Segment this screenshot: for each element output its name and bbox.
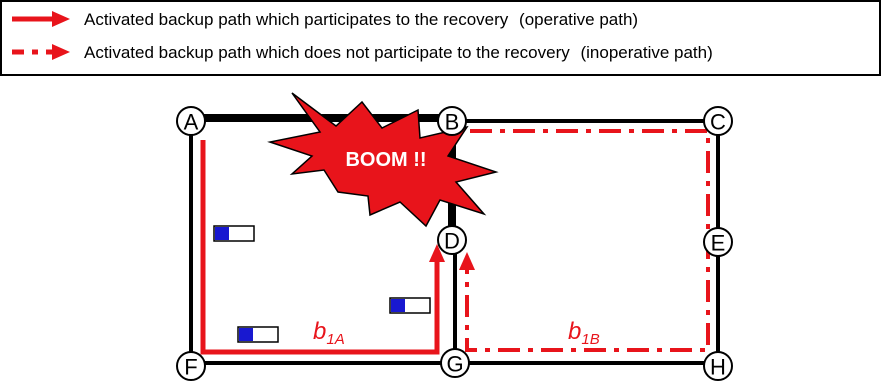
node-G: G bbox=[440, 348, 470, 378]
node-F: F bbox=[176, 351, 206, 381]
node-label: A bbox=[184, 110, 199, 135]
node-label: G bbox=[446, 352, 463, 377]
failure-label: BOOM !! bbox=[345, 149, 426, 171]
status-indicator-icon bbox=[389, 297, 431, 314]
path-label-b1A: b1A bbox=[313, 318, 345, 348]
operative-backup-path bbox=[200, 140, 445, 355]
node-label: E bbox=[711, 231, 726, 256]
status-indicator-icon bbox=[237, 326, 279, 343]
node-label: C bbox=[710, 110, 726, 135]
explosion-icon: BOOM !! bbox=[267, 92, 499, 228]
node-D: D bbox=[437, 225, 467, 255]
node-B: B bbox=[437, 106, 467, 136]
node-H: H bbox=[703, 351, 733, 381]
node-label: D bbox=[444, 229, 460, 254]
legend-inoperative-text: Activated backup path which does not par… bbox=[84, 43, 713, 62]
node-label: F bbox=[184, 355, 197, 380]
inoperative-backup-path bbox=[459, 129, 710, 352]
status-indicator-icon bbox=[213, 225, 255, 242]
node-E: E bbox=[703, 227, 733, 257]
path-label-b1B: b1B bbox=[568, 318, 600, 348]
legend-operative-text: Activated backup path which participates… bbox=[84, 10, 638, 29]
legend-border bbox=[0, 0, 881, 76]
node-label: B bbox=[445, 110, 460, 135]
operative-arrowhead bbox=[429, 244, 445, 262]
legend: Activated backup path which participates… bbox=[0, 0, 881, 76]
dashed-arrow-icon bbox=[12, 44, 70, 60]
node-C: C bbox=[703, 106, 733, 136]
inoperative-arrowhead bbox=[459, 252, 475, 270]
node-label: H bbox=[710, 355, 726, 380]
node-A: A bbox=[176, 106, 206, 136]
right-arrow-icon bbox=[12, 11, 70, 27]
